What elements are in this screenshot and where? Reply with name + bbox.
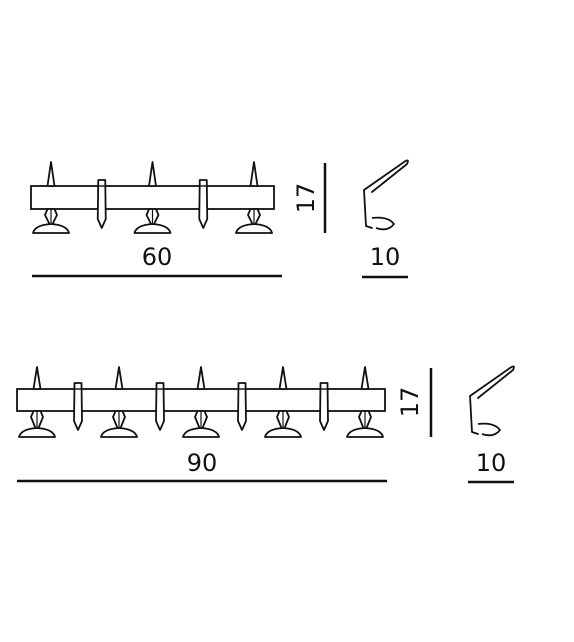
rack-large-width-label: 90 — [187, 449, 218, 477]
rack-small-short-hook-body — [198, 179, 209, 229]
rack-large-short-hook — [237, 382, 247, 431]
rack-large-long-hook-top — [278, 366, 288, 390]
rack-large-long-hook — [264, 366, 302, 438]
rack-small-long-hook — [235, 161, 273, 234]
rack-large: 90 17 10 — [16, 365, 515, 484]
rack-small-long-hook — [133, 161, 172, 234]
rack-large-short-hook — [155, 382, 165, 431]
rack-large-bar — [16, 388, 386, 412]
rack-large-long-hook-base — [346, 427, 384, 438]
rack-small-long-hook-base — [133, 223, 172, 234]
rack-large-long-hook-top — [32, 366, 42, 390]
rack-small-side-profile — [363, 159, 409, 229]
rack-large-short-hook — [319, 382, 329, 431]
rack-large-long-hook-top — [114, 366, 124, 390]
rack-large-long-hook-base — [182, 427, 220, 438]
rack-large-long-hook-top — [196, 366, 206, 390]
rack-small-side-view — [363, 159, 409, 231]
rack-small-short-hook-body — [96, 179, 107, 229]
rack-large-height-label: 17 — [396, 387, 424, 418]
rack-large-side-view — [469, 365, 515, 437]
rack-large-long-hook-base — [100, 427, 138, 438]
rack-large-side-profile — [469, 365, 515, 435]
rack-large-front-view — [16, 366, 386, 438]
rack-large-long-hook-base — [264, 427, 302, 438]
rack-small-side-hook-curl — [371, 216, 395, 231]
rack-large-long-hook — [100, 366, 138, 438]
rack-large-long-hook — [182, 366, 220, 438]
rack-large-short-hook-body — [73, 382, 83, 431]
rack-small-long-hook-base — [235, 223, 273, 234]
rack-large-long-hook — [346, 366, 384, 438]
rack-small-short-hook — [96, 179, 107, 229]
rack-small-depth-label: 10 — [370, 243, 401, 271]
rack-small-long-hook-top — [46, 161, 56, 187]
rack-large-depth-label: 10 — [476, 449, 507, 477]
rack-small-front-view — [30, 161, 275, 234]
rack-large-short-hook-body — [237, 382, 247, 431]
rack-small-long-hook-top — [148, 161, 157, 187]
rack-small-long-hook — [32, 161, 70, 234]
rack-small-height-label: 17 — [292, 183, 320, 214]
rack-large-long-hook-top — [360, 366, 370, 390]
rack-large-short-hook-body — [319, 382, 329, 431]
rack-small-short-hook — [198, 179, 209, 229]
rack-large-side-hook-curl — [477, 422, 501, 437]
rack-small-width-label: 60 — [142, 243, 173, 271]
rack-small-long-hook-top — [249, 161, 259, 187]
rack-large-short-hook-body — [155, 382, 165, 431]
rack-large-long-hook — [18, 366, 56, 438]
rack-small: 60 17 10 — [30, 159, 409, 279]
rack-small-bar — [30, 185, 275, 210]
rack-large-short-hook — [73, 382, 83, 431]
rack-large-long-hook-base — [18, 427, 56, 438]
rack-small-long-hook-base — [32, 223, 70, 234]
